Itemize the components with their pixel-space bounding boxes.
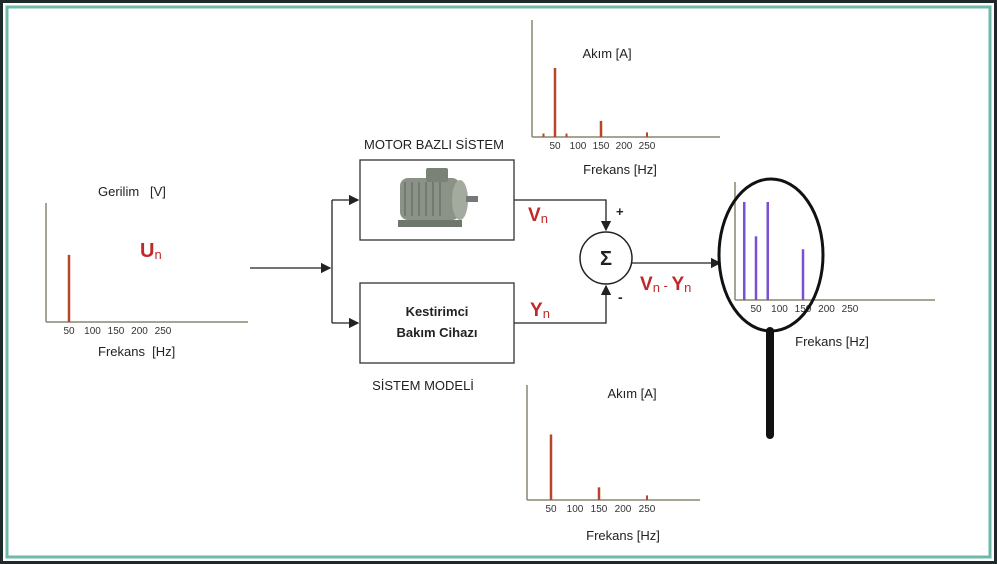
- tick-label: 50: [63, 326, 75, 337]
- tick-label: 250: [155, 326, 172, 337]
- input-chart-xlabel: Frekans [Hz]: [98, 344, 175, 359]
- motor-to-sum-arrow: [514, 199, 612, 232]
- chart-xlabel: Frekans [Hz]: [583, 162, 657, 177]
- tick-label: 250: [639, 141, 656, 152]
- v-signal-label: Vn: [528, 205, 548, 226]
- tick-label: 150: [593, 141, 610, 152]
- chart-xlabel: Frekans [Hz]: [795, 334, 869, 349]
- tick-label: 250: [842, 304, 859, 315]
- tick-label: 100: [771, 304, 788, 315]
- tick-label: 200: [615, 504, 632, 515]
- minus-sign: -: [618, 289, 623, 305]
- electric-motor-icon: [398, 168, 478, 227]
- tick-label: 150: [108, 326, 125, 337]
- plus-sign: +: [616, 204, 624, 219]
- magnifying-glass-icon: [717, 177, 825, 439]
- chart-title: Akım [A]: [582, 46, 631, 61]
- tick-label: 100: [567, 504, 584, 515]
- frame-inner: [5, 5, 992, 559]
- tick-label: 250: [639, 504, 656, 515]
- model-block-line1: Kestirimci: [406, 304, 469, 319]
- tick-label: 200: [818, 304, 835, 315]
- input-signal-label: Un: [140, 240, 162, 262]
- model-block-caption: SİSTEM MODELİ: [372, 378, 474, 393]
- difference-label: Vn - Yn: [640, 274, 691, 295]
- tick-label: 50: [545, 504, 557, 515]
- model-to-sum-arrow: [514, 284, 612, 324]
- tick-label: 50: [549, 141, 561, 152]
- summing-junction: [579, 231, 633, 285]
- motor-block-title: MOTOR BAZLI SİSTEM: [364, 137, 504, 152]
- tick-label: 150: [591, 504, 608, 515]
- tick-label: 100: [570, 141, 587, 152]
- tick-label: 50: [750, 304, 762, 315]
- input-chart-title: Gerilim [V]: [98, 184, 166, 199]
- tick-label: 150: [795, 304, 812, 315]
- model-block: [359, 282, 515, 364]
- chart-xlabel: Frekans [Hz]: [586, 528, 660, 543]
- tick-label: 200: [131, 326, 148, 337]
- model-block-line2: Bakım Cihazı: [397, 325, 478, 340]
- sigma-symbol: Σ: [600, 248, 612, 270]
- chart-title: Akım [A]: [607, 386, 656, 401]
- model-current-chart: 50 100 150 200 250 Akım [A] Frekans [Hz]: [526, 385, 700, 543]
- input-voltage-chart: 50 100 150 200 250: [45, 203, 248, 337]
- tick-label: 100: [84, 326, 101, 337]
- tick-label: 200: [616, 141, 633, 152]
- motor-current-chart: 50 100 150 200 250 Akım [A] Frekans [Hz]: [531, 20, 720, 177]
- y-signal-label: Yn: [530, 300, 550, 321]
